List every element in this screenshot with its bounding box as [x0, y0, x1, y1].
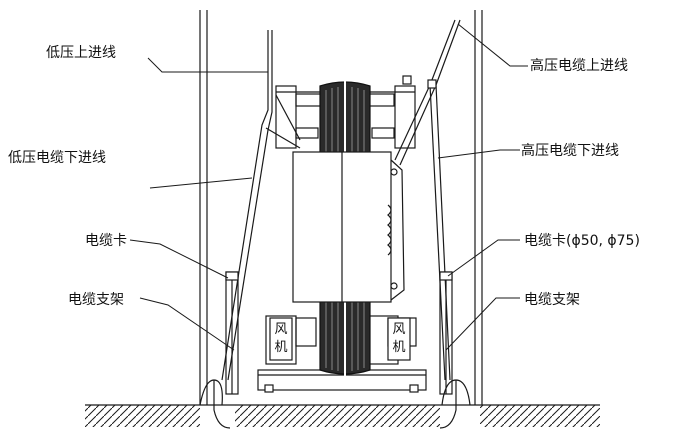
fan-box-right: [387, 317, 411, 361]
fan-label-right-bottom: 机: [392, 340, 406, 355]
label-cable-bracket-right: 电缆支架: [524, 292, 580, 308]
label-cable-clamp-right: 电缆卡(ϕ50, ϕ75): [524, 233, 640, 249]
label-low-voltage-top-entry: 低压上进线: [46, 45, 116, 61]
ground-floor: [85, 404, 600, 427]
label-cable-clamp-left: 电缆卡: [85, 233, 127, 249]
winding-block: [292, 151, 392, 303]
label-high-voltage-cable-bottom-entry: 高压电缆下进线: [521, 143, 619, 159]
cable-trench-right: [439, 379, 471, 429]
fan-label-left-top: 风: [274, 322, 288, 337]
cable-clamp-left: [225, 271, 239, 281]
tap-terminals: [387, 159, 405, 301]
fan-label-right-top: 风: [392, 322, 406, 337]
fan-box-left: [269, 317, 293, 361]
cable-clamp-right: [439, 271, 453, 281]
top-clamp-frame: [275, 75, 437, 149]
label-high-voltage-cable-top-entry: 高压电缆上进线: [530, 58, 628, 74]
fan-label-left-bottom: 机: [274, 340, 288, 355]
label-low-voltage-cable-bottom-entry: 低压电缆下进线: [8, 150, 106, 166]
cable-trench-left: [199, 379, 231, 429]
leader-lines: [129, 23, 528, 351]
label-cable-bracket-left: 电缆支架: [68, 292, 124, 308]
low-voltage-cables: [221, 30, 301, 381]
